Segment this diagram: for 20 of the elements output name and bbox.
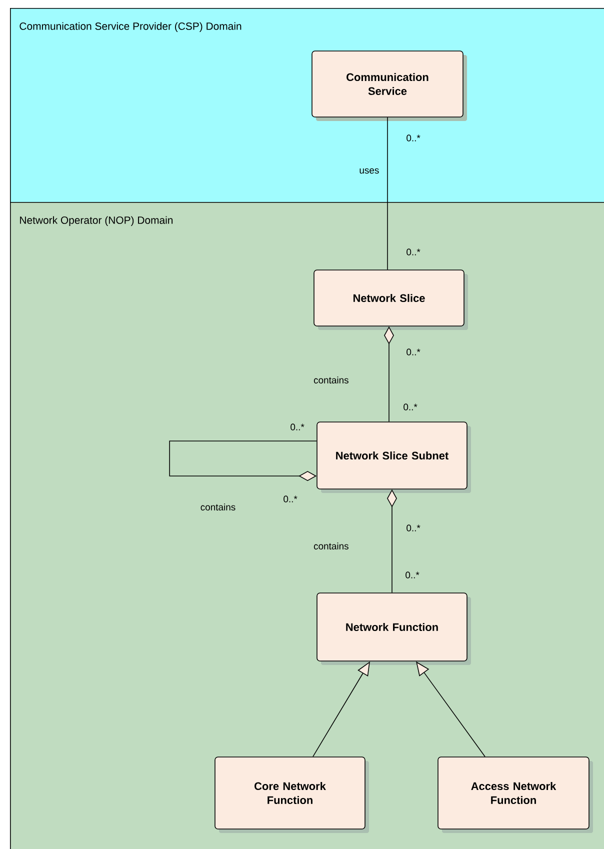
class-box: Network Slice: [314, 270, 468, 330]
aggregation-line: [169, 440, 317, 481]
association-line: [387, 117, 388, 270]
class-box: Network Function: [316, 592, 471, 665]
edge-label: contains: [314, 376, 348, 384]
edge-label: contains: [200, 504, 236, 510]
edge-label: uses: [360, 168, 379, 174]
multiplicity-label: 0..*: [406, 572, 420, 578]
class-box: Core Network Function: [214, 756, 369, 833]
multiplicity-label: 0..*: [404, 404, 418, 410]
multiplicity-label: 0..*: [406, 248, 420, 256]
multiplicity-label: 0..*: [406, 134, 420, 142]
class-box: Communication Service: [312, 50, 467, 121]
class-box: Network Slice Subnet: [316, 422, 471, 493]
multiplicity-label: 0..*: [290, 424, 304, 430]
class-box: Access Network Function: [438, 756, 593, 833]
multiplicity-label: 0..*: [406, 348, 420, 356]
edge-label: contains: [314, 542, 348, 550]
multiplicity-label: 0..*: [406, 524, 420, 532]
multiplicity-label: 0..*: [284, 496, 298, 502]
